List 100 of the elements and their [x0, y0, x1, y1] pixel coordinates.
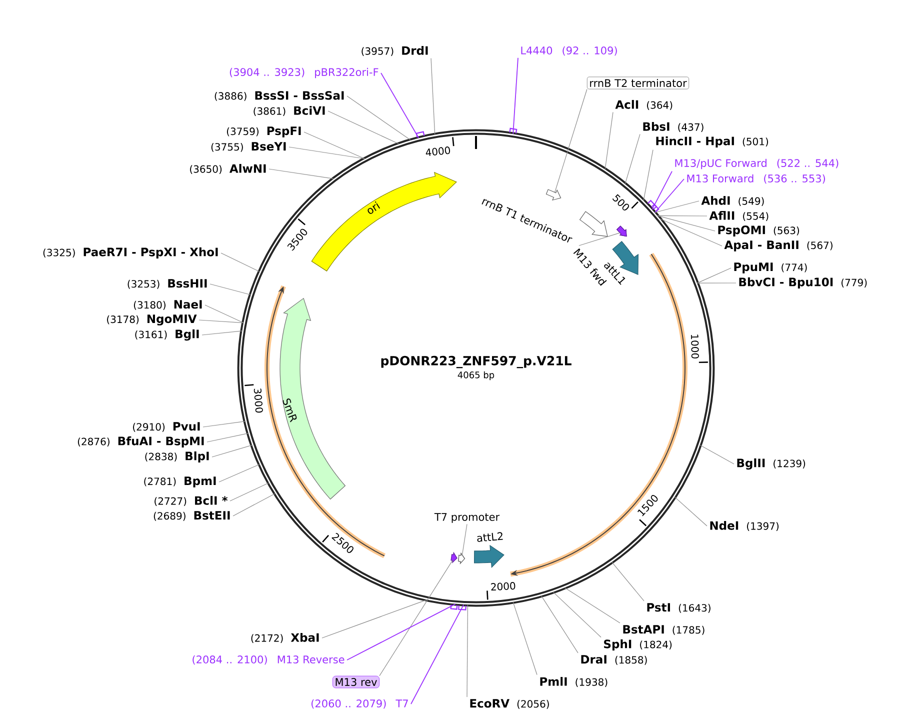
primer-label: M13 Forward (536 .. 553) [687, 174, 825, 184]
tick-label: 4000 [426, 146, 450, 156]
leader-line [604, 112, 614, 170]
enzyme-site-label: HincII - HpaI (501) [656, 136, 768, 148]
enzyme-site-label: (3325) PaeR7I - PspXI - XhoI [43, 247, 218, 259]
enzyme-site-label: BbvCI - Bpu10I (779) [739, 277, 867, 289]
leader-line [430, 58, 436, 135]
enzyme-site-label: BbsI (437) [643, 122, 704, 132]
enzyme-site-label: NdeI (1397) [710, 520, 779, 532]
leader-line [643, 149, 654, 201]
map-feature [546, 189, 562, 201]
leader-line [657, 215, 708, 216]
enzyme-site-label: (3650) AlwNI [190, 164, 266, 174]
leader-line [198, 320, 244, 324]
leader-line [380, 72, 420, 138]
leader-line [462, 524, 468, 556]
enzyme-site-label: (3957) DrdI [362, 46, 428, 56]
enzyme-site-label: DraI (1858) [581, 655, 647, 665]
enzyme-site-label: (3178) NgoMIV [107, 314, 197, 326]
tick-label: 2000 [491, 582, 516, 591]
leader-line [202, 330, 242, 336]
primer-label: M13/pUC Forward (522 .. 544) [675, 158, 838, 170]
leader-line [696, 268, 732, 284]
leader-line [660, 218, 722, 246]
leader-line [564, 587, 620, 624]
enzyme-site-label: PpuMI (774) [734, 262, 807, 274]
leader-line [268, 168, 334, 180]
leader-line [612, 562, 644, 602]
feature-label-box: M13 rev [332, 676, 380, 688]
leader-line [346, 96, 411, 140]
leader-line [578, 232, 620, 246]
map-feature [450, 552, 458, 564]
enzyme-site-label: PspOMI (563) [718, 226, 800, 236]
enzyme-site-label: AhdI (549) [701, 196, 764, 206]
leader-line [204, 304, 244, 324]
enzyme-site-label: (3759) PspFI [226, 126, 301, 138]
enzyme-site-label: ApaI - BanII (567) [724, 240, 832, 252]
enzyme-site-label: PmlI (1938) [540, 676, 608, 688]
leader-line [657, 215, 716, 232]
leader-line [322, 600, 428, 638]
leader-line [552, 592, 602, 638]
enzyme-site-label: (3180) NaeI [134, 300, 202, 310]
enzyme-site-label: (3861) BciVI [254, 106, 325, 116]
leader-line [328, 110, 400, 144]
leader-line [541, 596, 578, 654]
enzyme-site-label: (2838) BlpI [145, 451, 209, 463]
enzyme-site-label: (2876) BfuAI - BspMI [78, 436, 204, 448]
leader-line [654, 200, 700, 213]
tick-label: 3000 [254, 388, 263, 413]
leader-line [466, 604, 468, 698]
enzyme-site-label: SphI (1824) [604, 639, 672, 651]
enzyme-site-label: (2689) BstEII [154, 511, 230, 521]
leader-line [554, 88, 588, 192]
enzyme-site-label: BstAPI (1785) [623, 625, 704, 635]
enzyme-site-label: EcoRV (2056) [470, 699, 549, 709]
map-feature: attL2 [474, 532, 504, 568]
leader-line [654, 178, 684, 213]
enzyme-site-label: (2781) BpmI [144, 476, 216, 488]
leader-line [379, 560, 453, 676]
leader-line [218, 464, 260, 482]
enzyme-site-label: (2172) XbaI [251, 632, 319, 644]
leader-line [696, 282, 736, 284]
tick-label: 500 [612, 194, 630, 210]
leader-line [410, 604, 464, 704]
enzyme-site-label: AflII (554) [709, 210, 768, 222]
leader-line [232, 493, 276, 516]
leader-line [288, 146, 366, 160]
primer-label: (2060 .. 2079) T7 [312, 699, 408, 709]
node-label: T7 promoter [434, 513, 500, 523]
enzyme-site-label: (2910) PvuI [133, 422, 200, 432]
leader-line [206, 433, 248, 442]
leader-line [220, 252, 260, 272]
enzyme-site-label: (3886) BssSI - BssSaI [214, 91, 344, 101]
leader-line [210, 284, 251, 296]
tick-label: 1000 [691, 334, 699, 358]
primer-label: L4440 (92 .. 109) [521, 46, 617, 56]
leader-line [212, 444, 252, 458]
enzyme-site-label: BglII (1239) [737, 458, 806, 470]
map-feature: ori [311, 172, 457, 272]
leader-line [512, 57, 518, 134]
leader-line [674, 496, 708, 526]
map-feature [458, 552, 466, 564]
enzyme-site-label: (3161) BglI [135, 329, 199, 341]
enzyme-site-label: (3755) BseYI [211, 142, 286, 152]
leader-line [624, 134, 640, 184]
leader-line [700, 444, 734, 464]
primer-label: (2084 .. 2100) M13 Reverse [192, 655, 344, 665]
leader-line [346, 604, 456, 660]
enzyme-site-label: (3253) BssHII [128, 279, 207, 289]
primer-label: (3904 .. 3923) pBR322ori-F [230, 68, 378, 78]
leader-line [202, 421, 246, 428]
leader-line [230, 482, 270, 502]
enzyme-site-label: (2727) BclI * [154, 496, 228, 506]
leader-line [304, 132, 366, 160]
node-label: attL2 [477, 532, 503, 542]
leader-line [652, 170, 672, 210]
enzyme-site-label: AclI (364) [615, 100, 672, 110]
feature-label-box: rrnB T2 terminator [586, 76, 690, 90]
leader-line [512, 602, 538, 676]
enzyme-site-label: PstI (1643) [647, 603, 710, 613]
